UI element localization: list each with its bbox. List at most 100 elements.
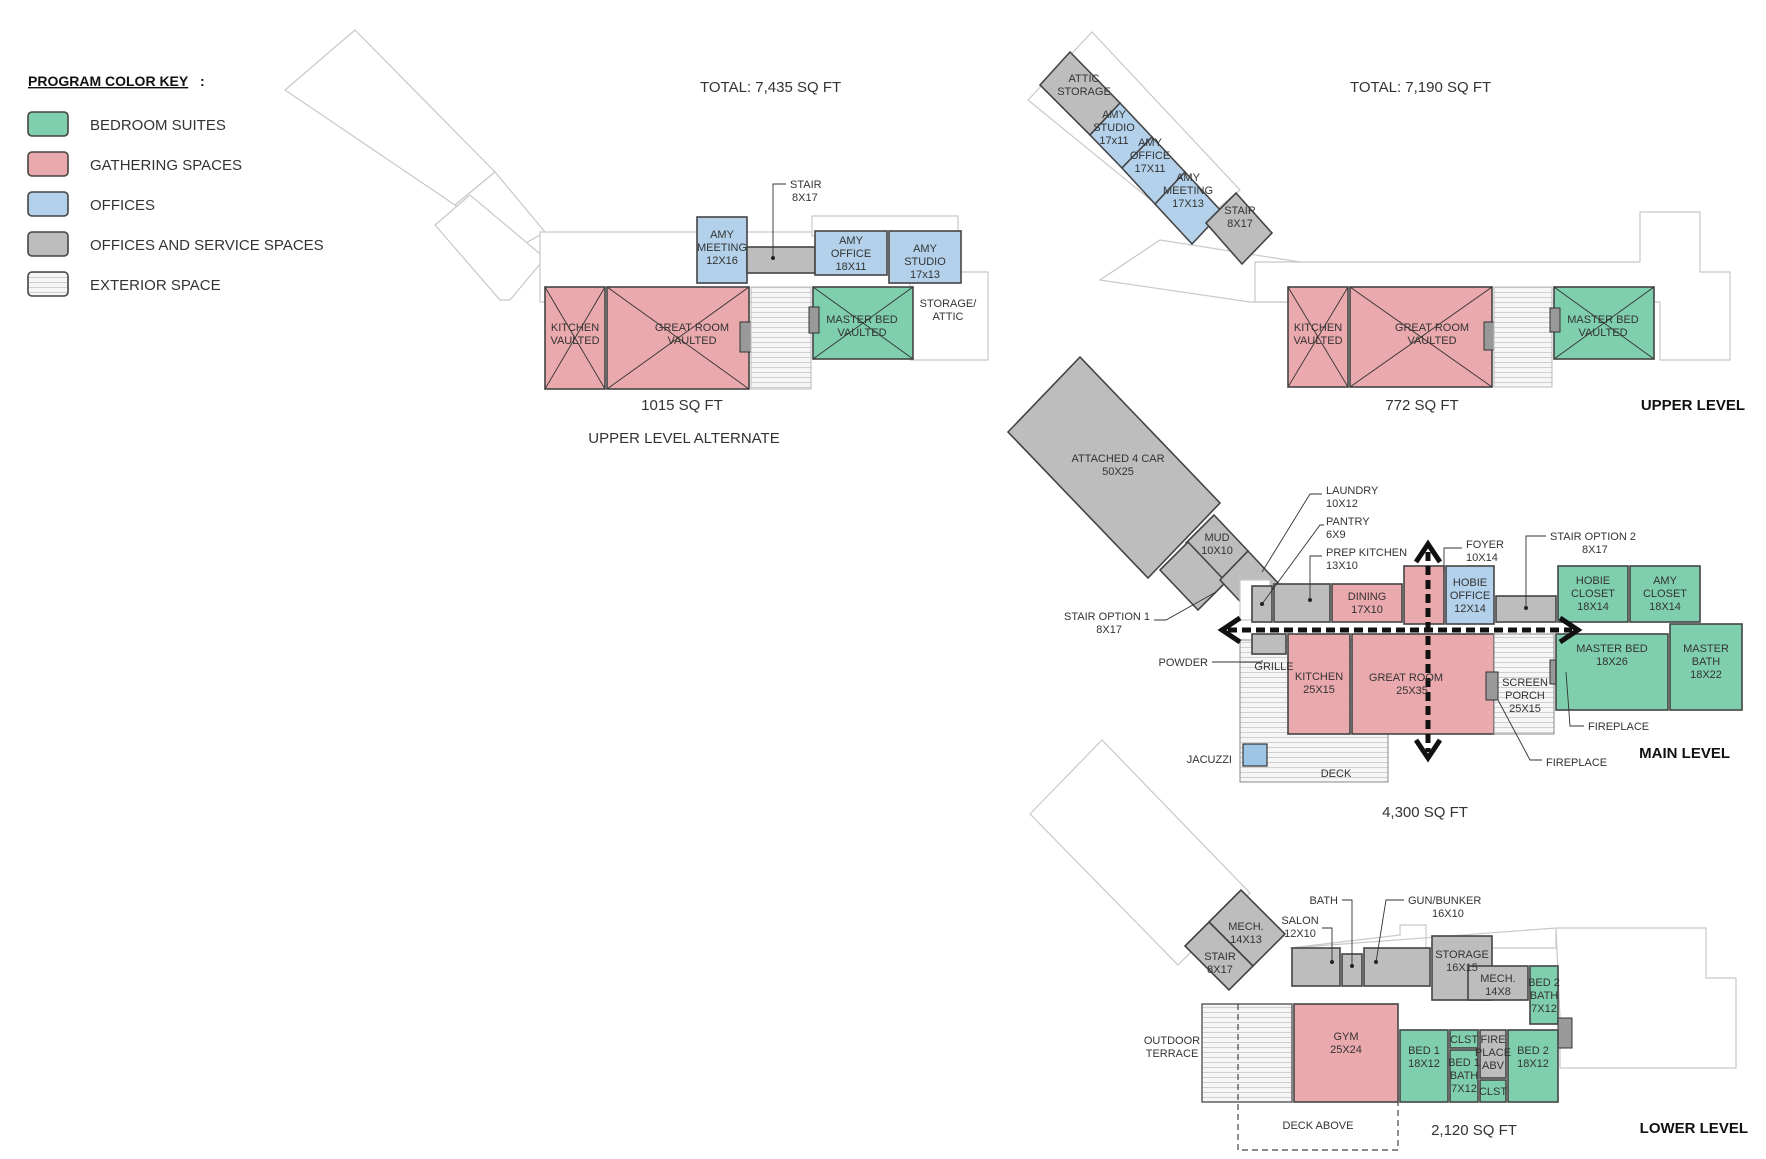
- room-mech-2: [1467, 965, 1529, 1001]
- callout-foyer-1: FOYER: [1466, 539, 1504, 551]
- label-mech1-1: MECH.: [1228, 921, 1263, 933]
- legend-label-exterior: EXTERIOR SPACE: [90, 277, 221, 294]
- label-meeting-3: 17X13: [1172, 198, 1204, 210]
- outline-garage-ghost: [1029, 739, 1251, 966]
- label-bed1-bath-3: 7X12: [1451, 1083, 1477, 1095]
- label-bed2-bath-1: BED 2: [1528, 977, 1560, 989]
- label-clst1: CLST: [1450, 1034, 1478, 1046]
- leader-powder: [1212, 660, 1263, 663]
- label-garage-2: 50X25: [1102, 466, 1134, 478]
- callout-fireplace-b: FIREPLACE: [1546, 757, 1607, 769]
- room-amy-studio: [888, 230, 962, 284]
- leader-bath: [1342, 899, 1353, 966]
- room-stair: [1183, 920, 1255, 992]
- leader-fireplace-b: [1497, 699, 1542, 761]
- label-great-room-2: 25X35: [1396, 685, 1428, 697]
- leader-dot: [1524, 606, 1528, 610]
- lower-level-plan: MECH. 14X13 STAIR 8X17 STORAGE 16X15 MEC…: [1029, 739, 1748, 1151]
- label-amy-closet-2: CLOSET: [1643, 588, 1687, 600]
- label-studio-2: STUDIO: [1093, 122, 1135, 134]
- label-gym-1: GYM: [1333, 1031, 1358, 1043]
- arrowhead-up: [1413, 539, 1443, 564]
- vault-line: [1287, 286, 1349, 388]
- callout-prep-kitchen-1: PREP KITCHEN: [1326, 547, 1407, 559]
- leader-pantry: [1261, 524, 1324, 605]
- label-studio-2: STUDIO: [904, 256, 946, 268]
- label-kitchen-1: KITCHEN: [551, 322, 599, 334]
- callout-stair-opt2-1: STAIR OPTION 2: [1550, 531, 1636, 543]
- label-hobie-closet-3: 18X14: [1577, 601, 1609, 613]
- main-title: MAIN LEVEL: [1639, 745, 1730, 762]
- room-clst-2: [1479, 1079, 1507, 1103]
- leader-prep-kitchen: [1309, 555, 1322, 600]
- label-great-room-1: GREAT ROOM: [655, 322, 729, 334]
- room-hobie-closet: [1557, 565, 1629, 623]
- label-jacuzzi: JACUZZI: [1187, 754, 1232, 766]
- outline-storage: [909, 271, 989, 361]
- label-master-bed-2: VAULTED: [1578, 327, 1627, 339]
- label-attic-2: STORAGE: [1057, 86, 1111, 98]
- legend-label-service: OFFICES AND SERVICE SPACES: [90, 237, 324, 254]
- label-great-room-2: VAULTED: [1407, 335, 1456, 347]
- arrowhead-left: [1217, 615, 1242, 645]
- room-fireplace-above: [1479, 1029, 1507, 1079]
- label-clst2: CLST: [1479, 1086, 1507, 1098]
- room-amy-closet: [1629, 565, 1701, 623]
- label-storage-2: ATTIC: [933, 311, 964, 323]
- jacuzzi: [1242, 743, 1268, 767]
- label-deck-above: DECK ABOVE: [1283, 1120, 1354, 1132]
- room-stair: [746, 246, 816, 274]
- legend-swatch-service: [27, 231, 69, 257]
- room-foyer: [1403, 565, 1445, 625]
- label-office-1: AMY: [839, 235, 864, 247]
- room-master-bed: [1555, 633, 1669, 711]
- label-grille: GRILLE: [1254, 661, 1293, 673]
- upper-title: UPPER LEVEL: [1641, 397, 1745, 414]
- legend-swatch-exterior: [27, 271, 69, 297]
- lower-area: 2,120 SQ FT: [1431, 1122, 1517, 1139]
- legend-swatch-gathering: [27, 151, 69, 177]
- lower-title: LOWER LEVEL: [1640, 1120, 1748, 1137]
- room-gym: [1293, 1003, 1399, 1103]
- outdoor-terrace: [1201, 1003, 1293, 1103]
- room-grille: [1251, 633, 1287, 655]
- room-prep-kitchen: [1273, 583, 1331, 623]
- main-area: 4,300 SQ FT: [1382, 804, 1468, 821]
- callout-pantry-2: 6X9: [1326, 529, 1346, 541]
- room-stair: [1204, 191, 1274, 266]
- room-attached-garage: [1006, 355, 1222, 580]
- label-bed2-2: 18X12: [1517, 1058, 1549, 1070]
- callout-laundry-2: 10X12: [1326, 498, 1358, 510]
- label-bed1-2: 18X12: [1408, 1058, 1440, 1070]
- label-master-bed-1: MASTER BED: [1567, 314, 1639, 326]
- callout-fireplace-a: FIREPLACE: [1588, 721, 1649, 733]
- label-meeting-2: MEETING: [1163, 185, 1213, 197]
- label-bed1-bath-2: BATH: [1450, 1070, 1479, 1082]
- leader-salon: [1322, 927, 1333, 962]
- label-stair-2: 8X17: [1207, 964, 1233, 976]
- room-clst-1: [1449, 1029, 1479, 1049]
- label-bed1-1: BED 1: [1408, 1045, 1440, 1057]
- label-fireplace-2: PLACE: [1475, 1047, 1511, 1059]
- label-mech2-1: MECH.: [1480, 973, 1515, 985]
- room-kitchen: [1287, 633, 1351, 735]
- leader-dot: [1350, 964, 1354, 968]
- label-deck: DECK: [1321, 768, 1352, 780]
- vault-line: [606, 286, 750, 390]
- callout-stair-2: 8X17: [792, 192, 818, 204]
- leader-stair-option-2: [1525, 535, 1546, 608]
- label-hobie-closet-1: HOBIE: [1576, 575, 1610, 587]
- label-amy-closet-1: AMY: [1653, 575, 1678, 587]
- label-studio-1: AMY: [913, 243, 938, 255]
- callout-laundry-1: LAUNDRY: [1326, 485, 1379, 497]
- callout-foyer-2: 10X14: [1466, 552, 1498, 564]
- upper-alt-total: TOTAL: 7,435 SQ FT: [700, 79, 841, 96]
- main-level-plan: ATTACHED 4 CAR 50X25 MUD 10X10 DINING 17…: [1006, 355, 1743, 821]
- room-bed-2: [1507, 1029, 1559, 1103]
- outline-garage-ghost: [284, 29, 496, 206]
- label-great-room-1: GREAT ROOM: [1395, 322, 1469, 334]
- legend-label-gathering: GATHERING SPACES: [90, 157, 242, 174]
- room-amy-meeting: [696, 216, 748, 284]
- label-meeting-1: AMY: [710, 229, 735, 241]
